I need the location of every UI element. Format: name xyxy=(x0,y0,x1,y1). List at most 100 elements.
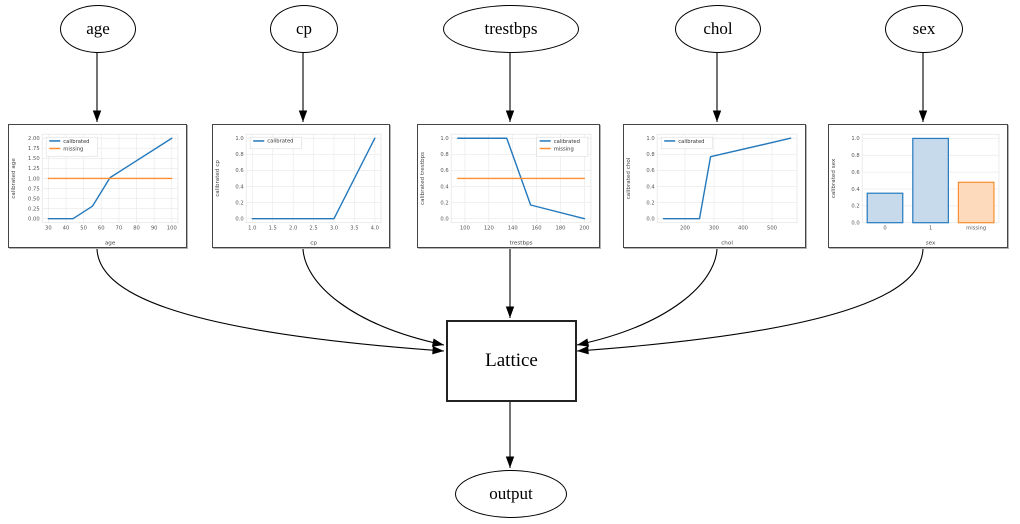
svg-text:0.2: 0.2 xyxy=(235,200,243,206)
edge-calibrator-age-to-lattice xyxy=(96,248,445,355)
svg-text:calibrated cp: calibrated cp xyxy=(215,160,221,197)
svg-text:160: 160 xyxy=(532,226,542,232)
svg-text:1.0: 1.0 xyxy=(248,226,256,232)
node-sex-label: sex xyxy=(912,19,936,38)
svg-text:1.0: 1.0 xyxy=(440,136,448,142)
svg-text:200: 200 xyxy=(680,226,690,232)
svg-text:2.0: 2.0 xyxy=(289,226,297,232)
svg-text:3.0: 3.0 xyxy=(330,226,338,232)
svg-text:calibrated: calibrated xyxy=(267,139,293,145)
svg-text:trestbps: trestbps xyxy=(510,240,533,246)
svg-text:0.25: 0.25 xyxy=(28,206,40,212)
svg-text:70: 70 xyxy=(116,226,123,232)
svg-text:0.0: 0.0 xyxy=(440,216,448,222)
svg-text:0.00: 0.00 xyxy=(28,216,40,222)
svg-text:400: 400 xyxy=(738,226,748,232)
svg-text:0.6: 0.6 xyxy=(440,168,448,174)
svg-text:3.5: 3.5 xyxy=(350,226,358,232)
svg-text:0.4: 0.4 xyxy=(646,184,655,190)
svg-text:90: 90 xyxy=(151,226,158,232)
svg-text:180: 180 xyxy=(556,226,566,232)
svg-text:4.0: 4.0 xyxy=(371,226,379,232)
svg-text:1.00: 1.00 xyxy=(28,176,40,182)
svg-text:0.50: 0.50 xyxy=(28,196,40,202)
svg-text:calibrated: calibrated xyxy=(63,139,89,145)
svg-text:1.0: 1.0 xyxy=(646,136,654,142)
svg-text:2.5: 2.5 xyxy=(309,226,317,232)
node-age-label: age xyxy=(86,19,110,38)
node-sex: sex xyxy=(885,5,963,53)
svg-text:0.2: 0.2 xyxy=(440,200,448,206)
svg-text:140: 140 xyxy=(508,226,518,232)
svg-text:1.50: 1.50 xyxy=(28,156,40,162)
edge-calibrator-cp-to-lattice xyxy=(302,248,445,347)
svg-text:1.0: 1.0 xyxy=(851,136,859,142)
svg-text:0.0: 0.0 xyxy=(851,221,859,227)
node-chol: chol xyxy=(675,5,761,53)
svg-text:0.8: 0.8 xyxy=(646,152,654,158)
svg-text:0.75: 0.75 xyxy=(28,186,40,192)
svg-text:1: 1 xyxy=(929,226,932,232)
svg-text:missing: missing xyxy=(966,226,986,232)
svg-text:0.8: 0.8 xyxy=(235,152,243,158)
svg-text:80: 80 xyxy=(133,226,140,232)
svg-text:120: 120 xyxy=(484,226,494,232)
node-lattice: Lattice xyxy=(446,320,577,402)
calibration-plot-cp: 0.0 0.2 0.4 0.6 0.8 1.0 1.0 1.5 2.0 2.5 3.0 3.5 4.0 c… xyxy=(215,133,382,246)
svg-text:calibrated trestbps: calibrated trestbps xyxy=(420,152,426,205)
node-chol-label: chol xyxy=(703,19,733,38)
edge-calibrator-chol-to-lattice xyxy=(576,248,718,347)
svg-text:30: 30 xyxy=(45,226,52,232)
svg-text:60: 60 xyxy=(98,226,105,232)
node-lattice-label: Lattice xyxy=(485,350,538,371)
calibration-plot-trestbps: 0.0 0.2 0.4 0.6 0.8 1.0 100 120 140 160 180 200 tres… xyxy=(420,133,592,246)
svg-text:200: 200 xyxy=(579,226,589,232)
svg-text:0.4: 0.4 xyxy=(440,184,449,190)
node-cp: cp xyxy=(270,5,338,53)
node-age: age xyxy=(60,5,136,53)
svg-text:missing: missing xyxy=(554,146,574,152)
svg-text:calibrated age: calibrated age xyxy=(11,158,17,199)
svg-text:0: 0 xyxy=(883,226,886,232)
calibrator-chart-cp: 0.0 0.2 0.4 0.6 0.8 1.0 1.0 1.5 2.0 2.5 3.0 3.5 4.0 c… xyxy=(212,124,390,248)
svg-text:0.0: 0.0 xyxy=(235,216,243,222)
svg-text:cp: cp xyxy=(310,240,317,246)
edge-calibrator-sex-to-lattice xyxy=(576,248,924,355)
svg-text:calibrated sex: calibrated sex xyxy=(831,158,837,198)
svg-text:chol: chol xyxy=(721,240,733,246)
svg-text:0.4: 0.4 xyxy=(235,184,244,190)
svg-text:1.5: 1.5 xyxy=(269,226,277,232)
node-output: output xyxy=(455,470,567,518)
node-trestbps: trestbps xyxy=(443,5,579,53)
svg-text:0.8: 0.8 xyxy=(440,152,448,158)
node-cp-label: cp xyxy=(295,19,313,38)
svg-text:300: 300 xyxy=(709,226,719,232)
svg-text:sex: sex xyxy=(926,240,936,246)
svg-text:age: age xyxy=(105,240,116,246)
calibrator-chart-trestbps: 0.0 0.2 0.4 0.6 0.8 1.0 100 120 140 160 180 200 tres… xyxy=(417,124,600,248)
svg-text:missing: missing xyxy=(63,146,83,152)
svg-text:0.2: 0.2 xyxy=(646,200,654,206)
svg-text:1.0: 1.0 xyxy=(235,136,243,142)
svg-text:0.0: 0.0 xyxy=(646,216,654,222)
node-trestbps-label: trestbps xyxy=(484,19,538,38)
svg-text:100: 100 xyxy=(460,226,470,232)
svg-text:2.00: 2.00 xyxy=(28,136,40,142)
svg-text:1.25: 1.25 xyxy=(28,166,40,172)
svg-text:0.6: 0.6 xyxy=(851,170,859,176)
svg-text:calibrated: calibrated xyxy=(678,139,704,145)
svg-text:0.4: 0.4 xyxy=(851,187,860,193)
svg-text:40: 40 xyxy=(63,226,70,232)
svg-text:500: 500 xyxy=(767,226,777,232)
svg-text:0.2: 0.2 xyxy=(851,204,859,210)
svg-text:0.6: 0.6 xyxy=(235,168,243,174)
svg-text:100: 100 xyxy=(167,226,177,232)
node-output-label: output xyxy=(489,484,533,503)
svg-text:0.8: 0.8 xyxy=(851,153,859,159)
